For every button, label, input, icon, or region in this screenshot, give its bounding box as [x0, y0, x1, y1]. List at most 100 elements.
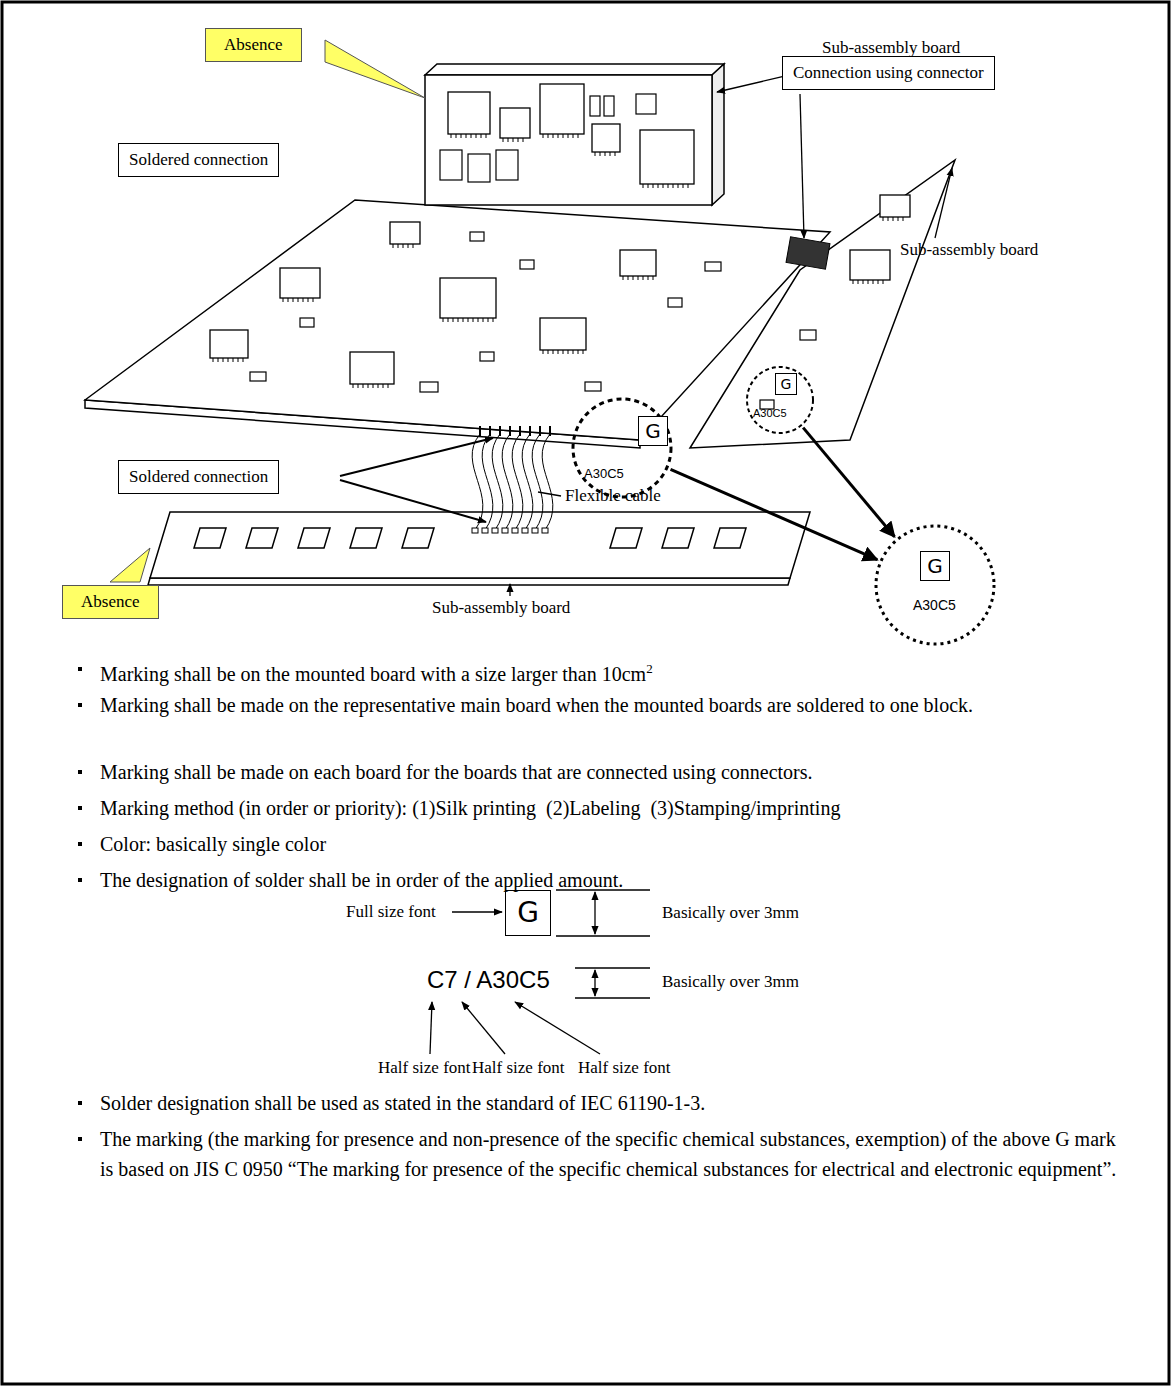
g-mark: G	[645, 421, 661, 441]
g-mark-box: G	[920, 551, 950, 581]
drawing-stroke	[610, 152, 611, 156]
solder-designation: A30C5	[753, 407, 787, 419]
drawing-stroke	[398, 244, 399, 248]
drawing-stroke	[678, 184, 679, 188]
drawing-stroke	[858, 280, 859, 284]
cable-pin	[549, 426, 551, 436]
drawing-stroke	[578, 134, 579, 138]
box-text: Soldered connection	[129, 467, 268, 487]
drawing-stroke	[563, 350, 564, 354]
chip	[390, 222, 420, 244]
drawing-stroke	[378, 384, 379, 388]
small-part	[705, 262, 721, 271]
chip	[540, 318, 586, 350]
drawing-stroke	[903, 217, 904, 221]
sub-board-top	[425, 64, 724, 75]
drawing-stroke	[688, 184, 689, 188]
bottom-chip	[610, 528, 642, 548]
bullet-dot	[78, 1101, 82, 1105]
small-part	[480, 352, 494, 361]
drawing-stroke	[553, 350, 554, 354]
sub-board-side	[712, 64, 724, 205]
small-part	[468, 154, 490, 182]
part-label: Sub-assembly board	[432, 598, 570, 618]
g-mark-box: G	[505, 890, 551, 936]
box-text: Connection using connector	[793, 63, 984, 83]
cable-pin	[519, 426, 521, 436]
absence-callout: Absence	[205, 28, 302, 62]
chip	[540, 84, 584, 134]
note-text: Color: basically single color	[100, 829, 1130, 859]
drawing-stroke	[473, 318, 474, 322]
marking-circle: A30C5G	[570, 396, 674, 500]
part-label: Half size font	[472, 1058, 565, 1078]
note-text: Marking shall be made on the representat…	[100, 690, 1130, 720]
drawing-stroke	[523, 138, 524, 142]
drawing-stroke	[486, 134, 487, 138]
bottom-chip	[246, 528, 278, 548]
drawing-stroke	[893, 217, 894, 221]
box-text: Absence	[81, 592, 140, 612]
small-part	[590, 96, 600, 116]
drawing-stroke	[563, 134, 564, 138]
drawing-stroke	[558, 134, 559, 138]
magnify-arrow	[671, 469, 878, 559]
bullet-dot	[78, 703, 82, 707]
chip	[440, 278, 496, 318]
drawing-stroke	[493, 318, 494, 322]
drawing-stroke	[868, 280, 869, 284]
drawing-stroke	[388, 384, 389, 388]
drawing-stroke	[573, 350, 574, 354]
drawing-stroke	[308, 298, 309, 302]
magnify-arrow	[803, 428, 894, 537]
small-part	[250, 372, 266, 381]
chip	[620, 250, 656, 276]
chip	[500, 108, 530, 138]
drawing-stroke	[548, 350, 549, 354]
drawing-stroke	[453, 318, 454, 322]
drawing-stroke	[653, 184, 654, 188]
drawing-stroke	[573, 134, 574, 138]
callout-pointer	[325, 40, 425, 98]
drawing-stroke	[623, 276, 624, 280]
drawing-stroke	[548, 134, 549, 138]
note-line: Marking shall be on the mounted board wi…	[100, 654, 1130, 689]
drawing-stroke	[853, 280, 854, 284]
drawing-stroke	[543, 350, 544, 354]
drawing-stroke	[461, 134, 462, 138]
chip	[280, 268, 320, 298]
marking-circle: A30C5G	[745, 365, 815, 435]
g-mark: G	[517, 899, 539, 927]
chip	[880, 195, 910, 217]
note-text: Marking shall be made on each board for …	[100, 757, 1130, 787]
drawing-stroke	[353, 384, 354, 388]
drawing-stroke	[878, 280, 879, 284]
drawing-stroke	[508, 138, 509, 142]
drawing-stroke	[313, 298, 314, 302]
drawing-stroke	[513, 138, 514, 142]
drawing-stroke	[451, 134, 452, 138]
drawing-stroke	[403, 244, 404, 248]
circle-outline	[876, 526, 994, 644]
drawing-stroke	[478, 318, 479, 322]
small-part	[470, 232, 484, 241]
bullet-dot	[78, 667, 82, 671]
flexible-cable	[472, 426, 553, 533]
drawing-stroke	[383, 384, 384, 388]
drawing-stroke	[595, 152, 596, 156]
bottom-board-edge	[148, 578, 790, 585]
cable-pad	[492, 528, 498, 533]
drawing-stroke	[463, 318, 464, 322]
part-label: Full size font	[346, 902, 436, 922]
bullet-dot	[78, 842, 82, 846]
chip	[850, 250, 890, 280]
drawing-stroke	[218, 358, 219, 362]
drawing-stroke	[238, 358, 239, 362]
cable-wire	[502, 434, 513, 530]
drawing-stroke	[558, 350, 559, 354]
drawing-stroke	[668, 184, 669, 188]
drawing-stroke	[413, 244, 414, 248]
drawing-stroke	[471, 134, 472, 138]
